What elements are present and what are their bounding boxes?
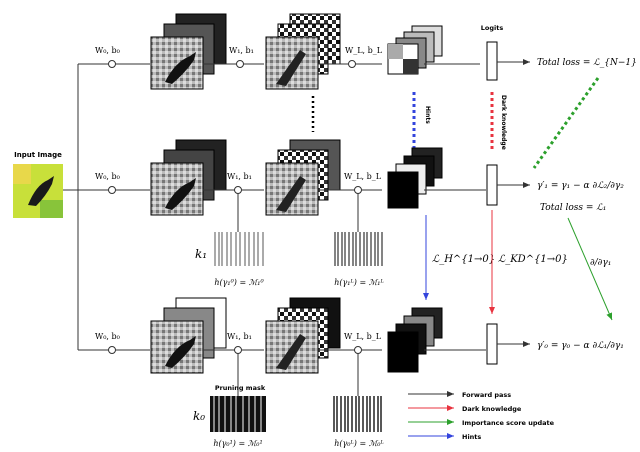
- row1-logits: [486, 41, 498, 81]
- row3-k: k₀: [193, 409, 205, 423]
- row2-loss: Total loss = ℒ₁: [540, 203, 606, 213]
- row2-mask1: [213, 232, 265, 266]
- row3-mask1-label: h(γ₀¹) = ℳ₀¹: [213, 439, 262, 448]
- row2-w1: W₁, b₁: [227, 172, 252, 181]
- hint-loss-label: ℒ_H^{1→0}: [432, 254, 495, 265]
- kd-loss-label: ℒ_KD^{1→0}: [498, 254, 568, 265]
- legend: Forward pass Dark knowledge Importance s…: [408, 391, 555, 441]
- row1-loss: Total loss = ℒ_{N−1}: [537, 58, 637, 68]
- input-label: Input Image: [14, 151, 62, 159]
- row2-k: k₁: [195, 247, 207, 261]
- row3-mask1: [210, 396, 266, 432]
- row2-w0: W₀, b₀: [95, 172, 120, 181]
- legend-importance-label: Importance score update: [462, 419, 555, 427]
- row1-wL: W_L, b_L: [345, 46, 383, 55]
- row2-wL: W_L, b_L: [344, 172, 382, 181]
- hints-label: Hints: [424, 106, 431, 124]
- row3-mask2: [332, 396, 386, 432]
- grad-label: ∂/∂γ₁: [590, 258, 611, 268]
- row1-logits-label: Logits: [481, 24, 504, 32]
- row3-logits: [486, 323, 498, 365]
- row-1: W₀, b₀ W₁, b₁ W_L, b_L Logits Total loss…: [95, 13, 637, 90]
- pruning-mask-label: Pruning mask: [215, 384, 266, 392]
- importance-connector: [532, 77, 600, 169]
- row3-wL: W_L, b_L: [344, 332, 382, 341]
- dark-knowledge-label: Dark knowledge: [500, 95, 507, 150]
- trunk-lines: [63, 63, 150, 351]
- row-2: W₀, b₀ W₁, b₁ W_L, b_L γ′₁ = γ₁ − α ∂ℒ₂/…: [95, 139, 624, 287]
- legend-hints-label: Hints: [462, 433, 481, 441]
- legend-dark-knowledge-label: Dark knowledge: [462, 405, 522, 413]
- legend-forward-label: Forward pass: [462, 391, 511, 399]
- row3-gamma-update: γ′₀ = γ₀ − α ∂ℒ₁/∂γ₁: [537, 341, 624, 351]
- row3-w0: W₀, b₀: [95, 332, 120, 341]
- row2-mask2-label: h(γ₁ᴸ) = ℳ₁ᴸ: [334, 278, 384, 287]
- row3-mask2-label: h(γ₀ᴸ) = ℳ₀ᴸ: [334, 439, 384, 448]
- row-3: W₀, b₀ W₁, b₁ W_L, b_L γ′₀ = γ₀ − α ∂ℒ₁/…: [95, 297, 624, 448]
- row2-mask1-label: h(γ₁⁰) = ℳ₁⁰: [214, 278, 264, 287]
- gradient-arrow: [567, 217, 613, 321]
- row2-mask2: [333, 232, 385, 266]
- row3-w1: W₁, b₁: [227, 332, 252, 341]
- row1-w1: W₁, b₁: [229, 46, 254, 55]
- row1-w0: W₀, b₀: [95, 46, 120, 55]
- row2-logits: [486, 164, 498, 206]
- input-image: [13, 164, 63, 218]
- row2-gamma-update: γ′₁ = γ₁ − α ∂ℒ₂/∂γ₂: [537, 181, 624, 191]
